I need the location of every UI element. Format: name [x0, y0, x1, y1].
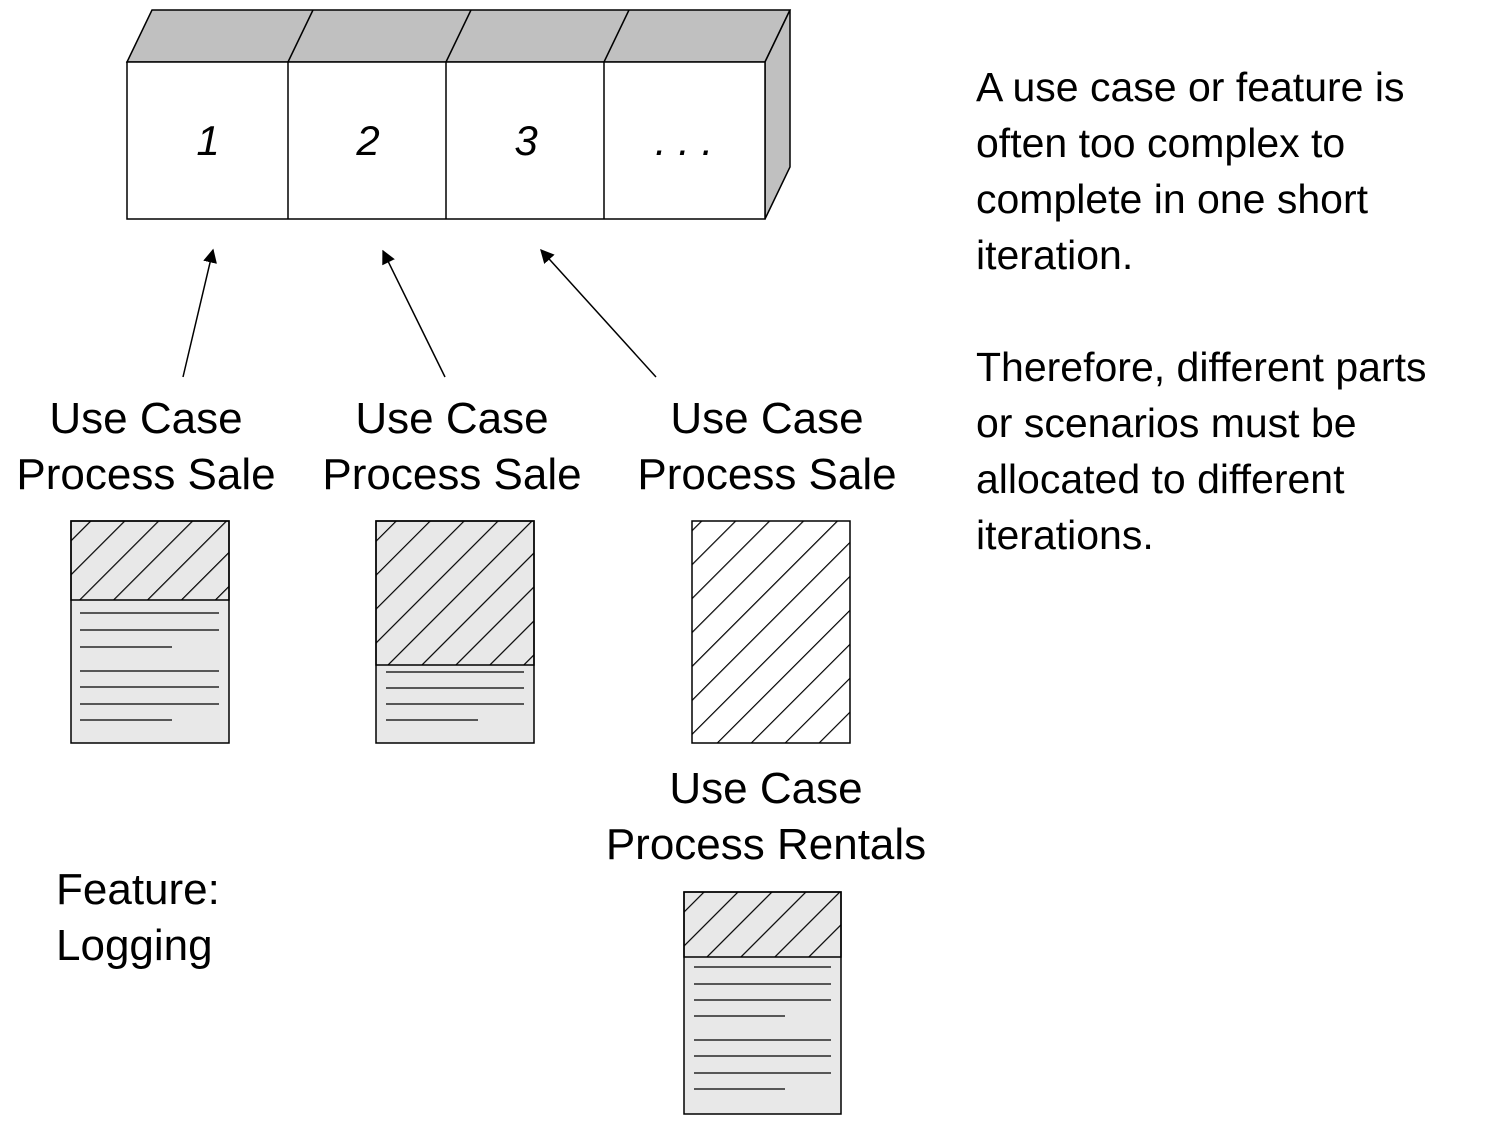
explanation-line: allocated to different: [976, 456, 1345, 502]
arrow-to-iteration-3: [540, 248, 657, 378]
use-case-label-line1: Use Case: [670, 394, 864, 443]
explanation-line: often too complex to: [976, 120, 1346, 166]
hatched-section: [691, 520, 851, 744]
use-case-label-line2: Process Sale: [322, 450, 582, 499]
hatched-section: [375, 520, 535, 666]
explanation-paragraph-1: A use case or feature is often too compl…: [976, 59, 1404, 283]
explanation-line: Therefore, different parts: [976, 344, 1427, 390]
explanation-line: iterations.: [976, 512, 1154, 558]
feature-label-line1: Feature:: [56, 865, 220, 914]
arrow-to-iteration-2: [382, 249, 446, 378]
explanation-line: or scenarios must be: [976, 400, 1357, 446]
use-case-label-2: Use Case Process Sale: [312, 391, 592, 503]
use-case-label-1: Use Case Process Sale: [6, 391, 286, 503]
use-case-label-4: Use Case Process Rentals: [586, 761, 946, 873]
iteration-timeline-box: 1 2 3 . . .: [125, 9, 792, 220]
explanation-paragraph-2: Therefore, different parts or scenarios …: [976, 339, 1426, 563]
box-top-divider: [445, 9, 472, 63]
hatched-section: [683, 891, 842, 958]
use-case-label-line1: Use Case: [355, 394, 549, 443]
box-top-divider: [287, 9, 314, 63]
feature-label: Feature: Logging: [56, 862, 220, 974]
explanation-line: A use case or feature is: [976, 64, 1405, 110]
hatched-section: [70, 520, 230, 601]
iteration-cell-1: 1: [196, 117, 219, 164]
explanation-line: iteration.: [976, 232, 1134, 278]
use-case-label-line2: Process Sale: [637, 450, 897, 499]
iteration-cell-more: . . .: [655, 117, 713, 164]
use-case-label-line1: Use Case: [669, 764, 863, 813]
text-lines: [386, 671, 524, 721]
iteration-cell-2: 2: [355, 117, 379, 164]
iteration-cell-3: 3: [514, 117, 537, 164]
use-case-label-line2: Process Sale: [16, 450, 276, 499]
use-case-document-1: [70, 520, 230, 744]
use-case-label-line1: Use Case: [49, 394, 243, 443]
use-case-document-2: [375, 520, 535, 744]
text-lines: [694, 966, 831, 1090]
box-top-divider: [603, 9, 630, 63]
use-case-label-line2: Process Rentals: [605, 820, 927, 869]
explanation-line: complete in one short: [976, 176, 1369, 222]
use-case-document-4: [683, 891, 842, 1115]
arrow-to-iteration-1: [182, 248, 217, 378]
use-case-document-3: [691, 520, 851, 744]
feature-label-line2: Logging: [56, 921, 213, 970]
use-case-label-3: Use Case Process Sale: [627, 391, 907, 503]
text-lines: [80, 612, 219, 721]
